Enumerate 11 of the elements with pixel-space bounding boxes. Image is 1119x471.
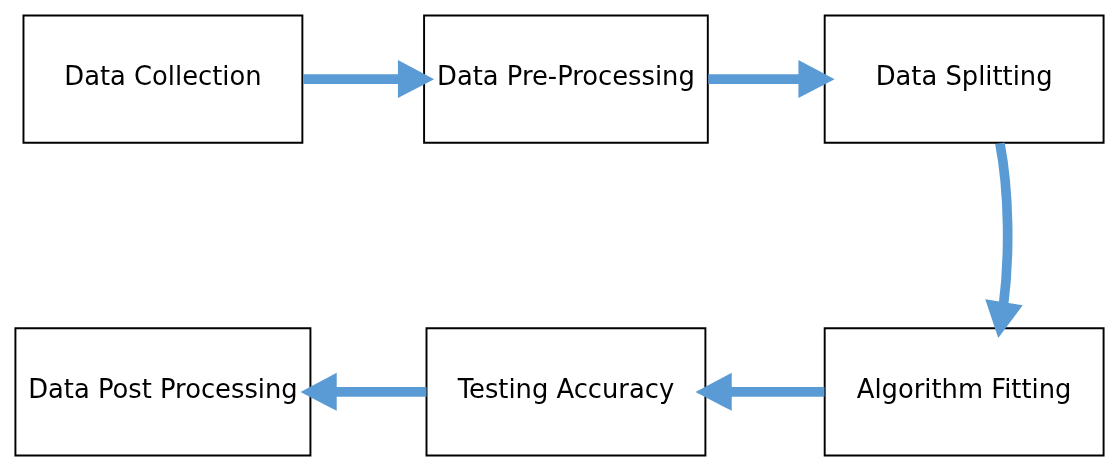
arrow: [695, 372, 825, 411]
arrow: [303, 60, 435, 99]
node-box: Algorithm Fitting: [823, 327, 1105, 457]
arrow: [985, 142, 1023, 338]
arrow: [708, 60, 835, 99]
node-box: Data Splitting: [823, 14, 1105, 144]
node-box: Testing Accuracy: [425, 327, 707, 457]
node-box: Data Post Processing: [14, 327, 312, 457]
node-box: Data Collection: [22, 14, 304, 144]
node-box: Data Pre-Processing: [423, 14, 709, 144]
arrow: [300, 372, 427, 411]
